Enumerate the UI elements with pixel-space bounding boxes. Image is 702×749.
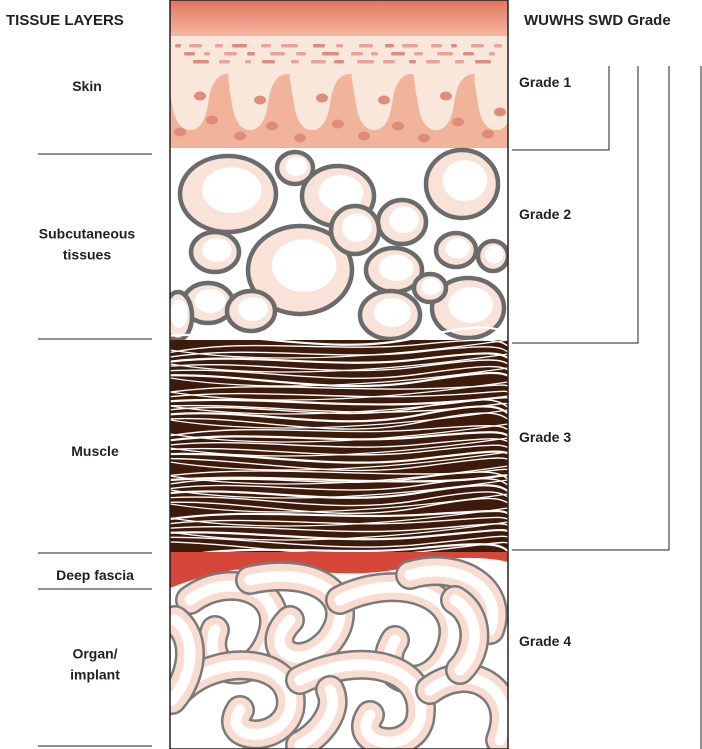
skin-layer [168,0,536,148]
grade-1-label: Grade 1 [519,74,571,90]
layer-label-line: Organ/ [72,646,117,662]
muscle-layer [165,328,515,560]
layer-label-line: Muscle [71,443,119,459]
layer-label-line: Deep fascia [56,567,134,583]
grade-2-label: Grade 2 [519,206,571,222]
layer-label-line: tissues [63,247,111,263]
grade-3-label: Grade 3 [519,429,571,445]
layer-label-deep-fascia: Deep fascia [56,567,134,583]
layer-label-muscle: Muscle [71,443,119,459]
organ-layer [170,558,508,749]
layer-label-subcutaneous: Subcutaneous tissues [39,226,136,263]
layer-label-organ: Organ/implant [70,646,120,683]
grade-4-label: Grade 4 [519,633,571,649]
tissue-column [164,0,536,749]
subcutaneous-layer [164,148,508,340]
layer-label-line: implant [70,667,120,683]
layer-label-skin: Skin [72,78,102,94]
swd-grade-header: WUWHS SWD Grade [524,12,671,29]
layer-label-line: Subcutaneous [39,226,136,242]
tissue-layers-header: TISSUE LAYERS [6,12,124,29]
layer-label-line: Skin [72,78,102,94]
